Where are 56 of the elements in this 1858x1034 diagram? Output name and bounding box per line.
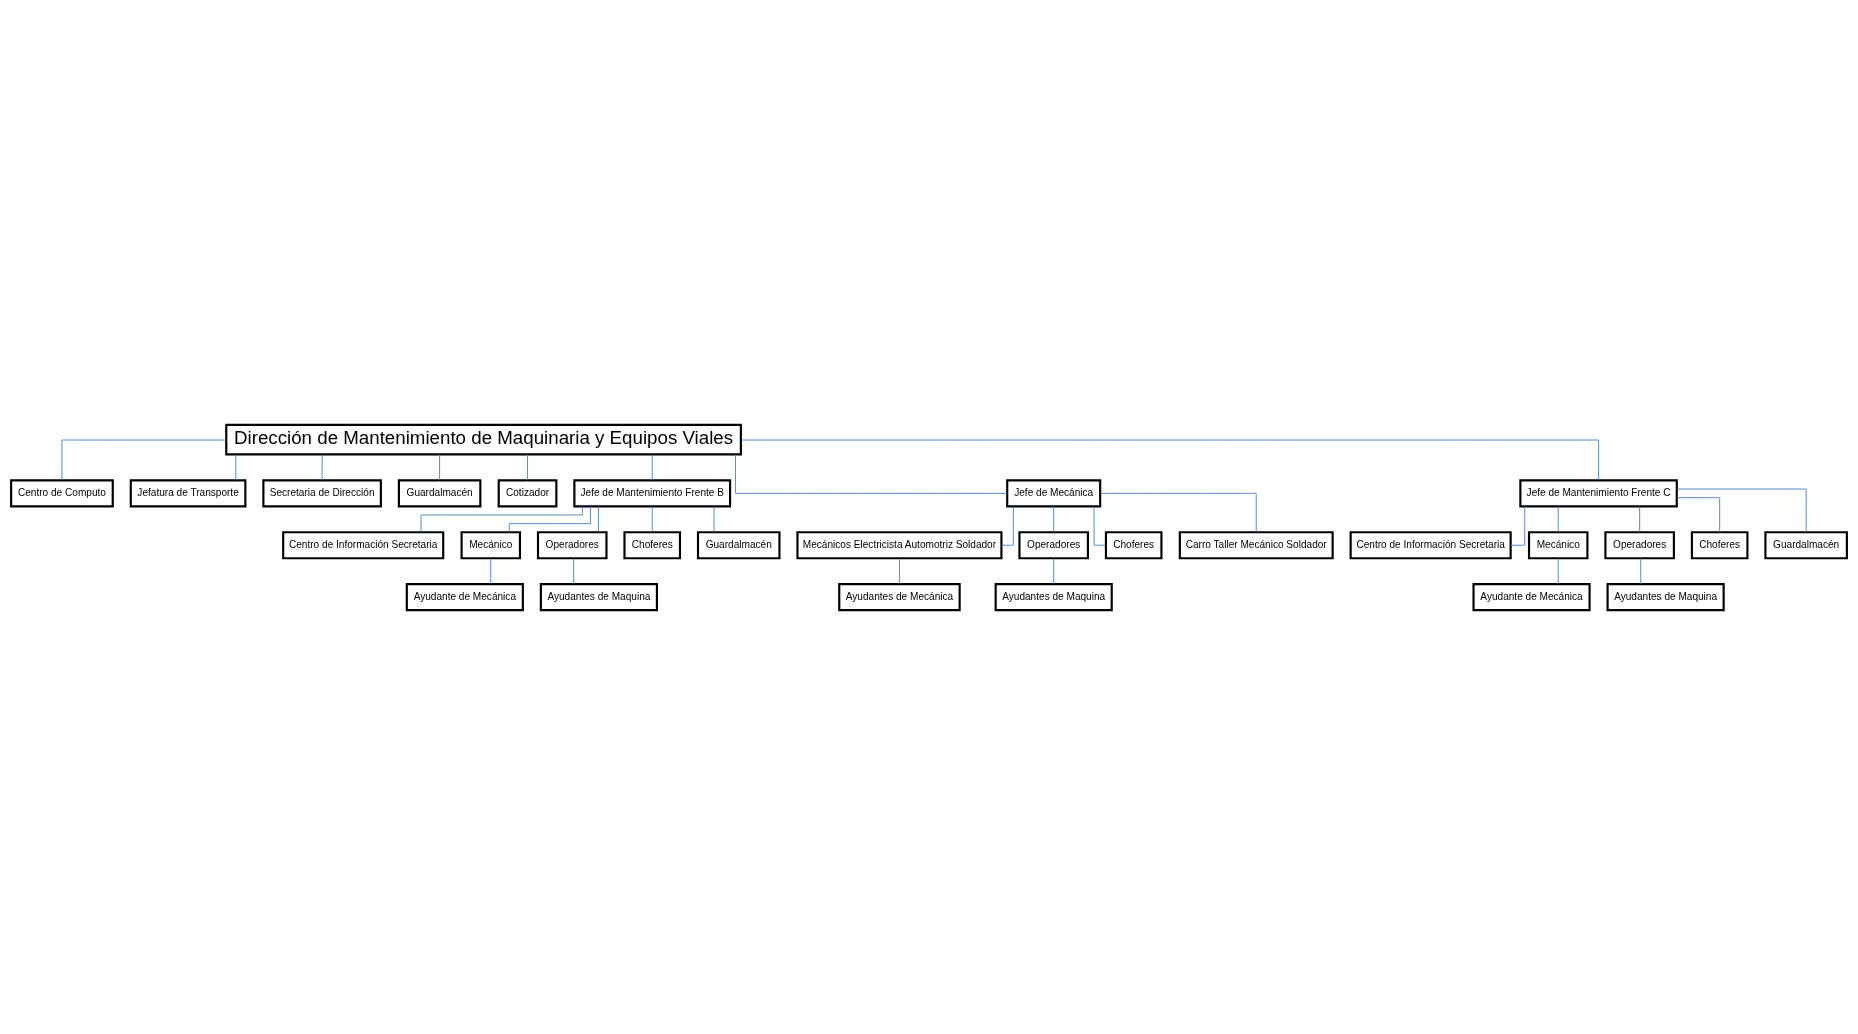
node-box: Choferes [623, 530, 682, 559]
connector [1510, 505, 1526, 546]
connector [598, 505, 599, 532]
connector [651, 453, 653, 481]
node-box: Ayudantes de Maquina [539, 582, 658, 611]
connector [1093, 505, 1107, 546]
connector [899, 557, 900, 584]
connector [508, 505, 591, 533]
node-box: Choferes [1104, 530, 1163, 559]
node-box: Operadores [1604, 530, 1675, 559]
connector [1053, 505, 1055, 532]
node-box: Jefe de Mantenimiento Frente B [573, 478, 732, 507]
node-box: Guardalmacén [397, 478, 482, 507]
connector [1557, 557, 1559, 584]
node-box: Mecánico [1527, 530, 1589, 559]
node-box: Cotizador [497, 478, 558, 507]
node-box: Operadores [1018, 530, 1089, 559]
connector [439, 453, 441, 481]
node-box: Ayudante de Mecánica [405, 582, 524, 611]
connector [321, 453, 323, 481]
connector [1557, 505, 1559, 532]
connector [61, 439, 227, 481]
node-box: Ayudantes de Mecánica [838, 582, 961, 611]
connector [1676, 496, 1721, 533]
node-box: Jefe de Mantenimiento Frente C [1519, 478, 1678, 507]
node-box: Carro Taller Mecánico Soldador [1178, 530, 1334, 559]
node-box: Ayudantes de Maquina [994, 582, 1113, 611]
node-box: Jefe de Mecánica [1006, 478, 1102, 507]
node-box: Guardalmacén [1764, 530, 1848, 559]
connector [1676, 488, 1807, 533]
connector [1639, 505, 1641, 532]
node-box: Centro de Información Secretaria [282, 530, 445, 559]
node-box: Mecánico [460, 530, 522, 559]
connector [1640, 557, 1642, 584]
node-box: Dirección de Mantenimiento de Maquinaria y Equipos Viales [225, 423, 742, 455]
connector [490, 557, 492, 584]
node-box: Centro de Computo [10, 478, 114, 507]
connector [735, 453, 1008, 494]
connector [527, 453, 528, 481]
connector [1053, 557, 1055, 584]
node-box: Guardalmacén [696, 530, 781, 559]
node-box: Jefatura de Transporte [129, 478, 247, 507]
connector [235, 453, 237, 481]
node-box: Mecánicos Electricista Automotriz Soldador [796, 530, 1003, 559]
node-box: Secretaria de Dirección [262, 478, 382, 507]
connector [713, 505, 715, 532]
node-box: Centro de Información Secretaria [1349, 530, 1512, 559]
node-box: Choferes [1690, 530, 1749, 559]
node-box: Operadores [536, 530, 608, 559]
node-box: Ayudantes de Maquina [1606, 582, 1725, 611]
connector [1099, 492, 1257, 533]
connector [651, 505, 653, 532]
connector [740, 439, 1600, 481]
connector [573, 557, 575, 584]
node-box: Ayudante de Mecánica [1472, 582, 1591, 611]
connector [1001, 505, 1014, 546]
